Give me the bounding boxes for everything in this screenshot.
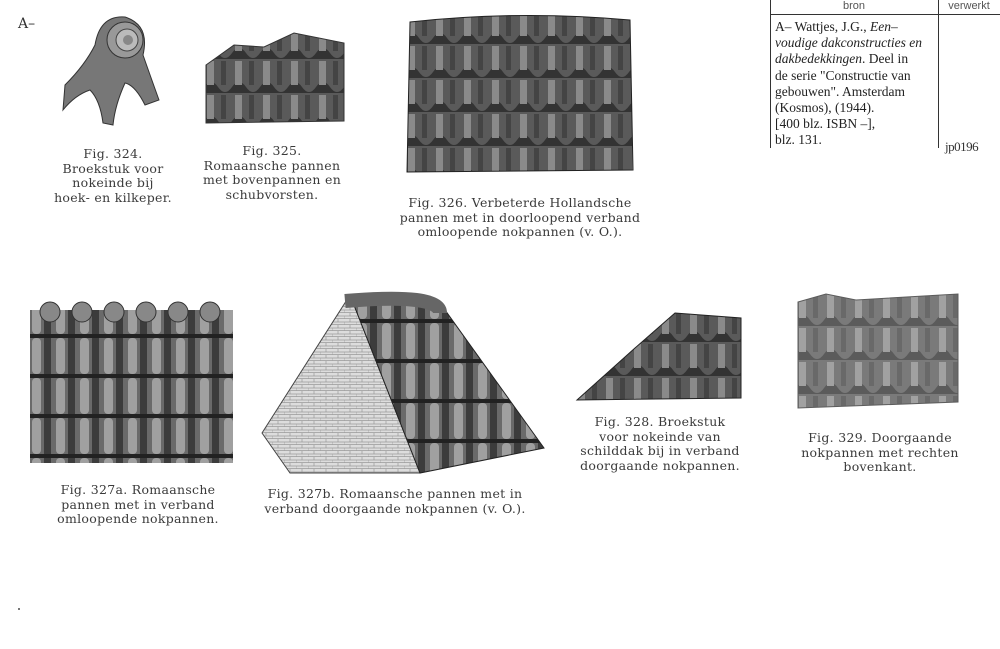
figure-327a-image [30,298,233,463]
scan-speck [18,608,20,610]
section-marker: A– [18,16,36,32]
source-column-header: bron [842,0,866,12]
figure-329-image [796,292,960,410]
header-divider [770,14,1000,15]
source-reference-box: bron verwerkt A– Wattjes, J.G., Een– vou… [770,0,1000,160]
figure-327b-image [260,283,546,476]
processed-column-header: verwerkt [948,0,990,12]
figure-325-image [204,25,346,125]
figure-326-image [405,10,635,178]
figure-328-image [575,308,743,401]
figure-324-image [55,5,163,130]
processed-code: jp0196 [945,139,979,154]
citation-text: A– Wattjes, J.G., Een– voudige dakconstr… [775,19,922,148]
column-divider [938,0,939,148]
left-border [770,0,771,148]
